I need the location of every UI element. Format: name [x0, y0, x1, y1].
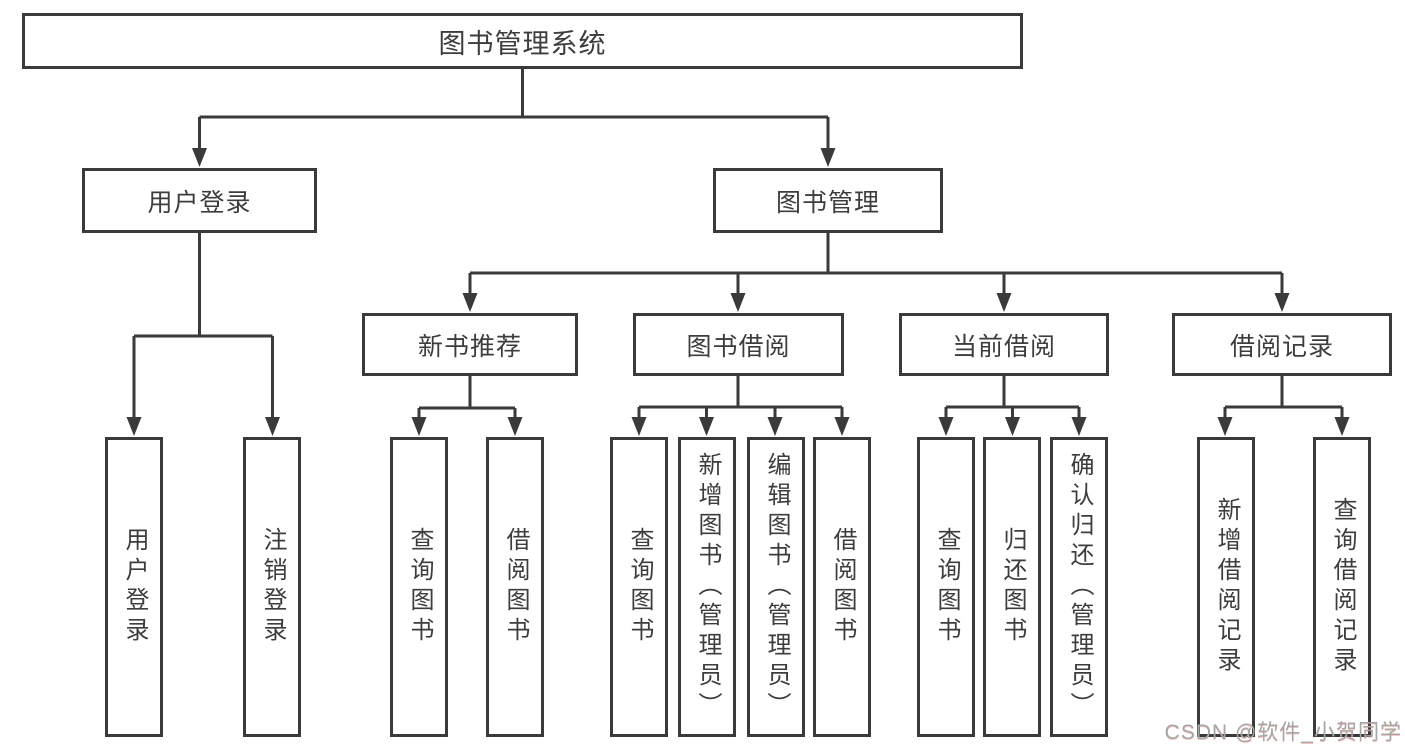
arrowhead [730, 293, 746, 312]
arrowhead [996, 293, 1012, 312]
node-new-book-recommend-label: 新书推荐 [417, 332, 522, 361]
leaf-logout: 注销登录 [243, 437, 301, 737]
leaf-user-login: 用户登录 [105, 437, 163, 737]
leaf-borrow-books-label: 借阅图书 [829, 527, 856, 647]
arrowhead [507, 417, 523, 436]
arrowhead [1334, 417, 1350, 436]
leaf-borrow-query-books: 查询图书 [610, 437, 668, 737]
leaf-logout-label: 注销登录 [259, 527, 286, 647]
arrowhead [126, 417, 142, 436]
arrowhead [820, 148, 836, 167]
node-user-login-label: 用户登录 [147, 188, 252, 217]
node-library-system: 图书管理系统 [22, 13, 1023, 69]
leaf-edit-books-admin-label: 编辑图书（管理员） [763, 452, 790, 722]
node-borrow-records-label: 借阅记录 [1229, 332, 1334, 361]
leaf-user-login-label: 用户登录 [121, 527, 148, 647]
node-book-borrow: 图书借阅 [633, 313, 844, 376]
leaf-edit-books-admin: 编辑图书（管理员） [747, 437, 805, 737]
leaf-current-query-books-label: 查询图书 [933, 527, 960, 647]
arrowhead [938, 417, 954, 436]
arrowhead [631, 417, 647, 436]
leaf-recommend-query-books: 查询图书 [390, 437, 448, 737]
arrowhead [699, 417, 714, 436]
leaf-recommend-query-books-label: 查询图书 [406, 527, 433, 647]
leaf-return-books: 归还图书 [983, 437, 1041, 737]
node-user-login: 用户登录 [82, 168, 317, 233]
arrowhead [462, 293, 478, 312]
leaf-add-books-admin-label: 新增图书（管理员） [694, 452, 721, 722]
arrowhead [265, 417, 280, 436]
node-current-borrow: 当前借阅 [899, 313, 1109, 376]
leaf-recommend-borrow-books-label: 借阅图书 [502, 527, 529, 647]
node-book-management-label: 图书管理 [775, 188, 880, 217]
leaf-borrow-books: 借阅图书 [813, 437, 871, 737]
connector-root-to-level1 [192, 69, 836, 167]
connector-book-management-children [462, 232, 1290, 312]
connector-borrow-records-children [1217, 376, 1350, 436]
arrowhead [192, 148, 207, 167]
node-borrow-records: 借阅记录 [1172, 313, 1392, 376]
arrowhead [767, 417, 783, 436]
leaf-add-borrow-record: 新增借阅记录 [1197, 437, 1255, 737]
connector-new-book-recommend-children [411, 376, 523, 436]
leaf-return-books-label: 归还图书 [999, 527, 1026, 647]
arrowhead [411, 417, 427, 436]
leaf-confirm-return-admin-label: 确认归还（管理员） [1066, 452, 1093, 722]
node-book-borrow-label: 图书借阅 [686, 332, 791, 361]
arrowhead [1274, 293, 1290, 312]
leaf-current-query-books: 查询图书 [917, 437, 975, 737]
connector-current-borrow-children [938, 375, 1087, 436]
leaf-borrow-query-books-label: 查询图书 [626, 527, 653, 647]
leaf-confirm-return-admin: 确认归还（管理员） [1050, 437, 1108, 737]
arrowhead [1217, 417, 1233, 436]
leaf-add-borrow-record-label: 新增借阅记录 [1213, 497, 1240, 677]
connector-user-login-children [126, 233, 280, 436]
node-current-borrow-label: 当前借阅 [951, 332, 1056, 361]
arrowhead [834, 417, 850, 436]
csdn-watermark: CSDN @软件_小贺同学 [1164, 721, 1402, 744]
leaf-recommend-borrow-books: 借阅图书 [486, 437, 544, 737]
leaf-query-borrow-record: 查询借阅记录 [1313, 437, 1371, 737]
node-new-book-recommend: 新书推荐 [362, 313, 578, 376]
node-library-system-label: 图书管理系统 [438, 28, 607, 59]
arrowhead [1071, 417, 1087, 436]
leaf-add-books-admin: 新增图书（管理员） [678, 437, 736, 737]
node-book-management: 图书管理 [713, 168, 943, 233]
leaf-query-borrow-record-label: 查询借阅记录 [1329, 497, 1356, 677]
connector-book-borrow-children [631, 375, 850, 436]
arrowhead [1005, 417, 1020, 436]
